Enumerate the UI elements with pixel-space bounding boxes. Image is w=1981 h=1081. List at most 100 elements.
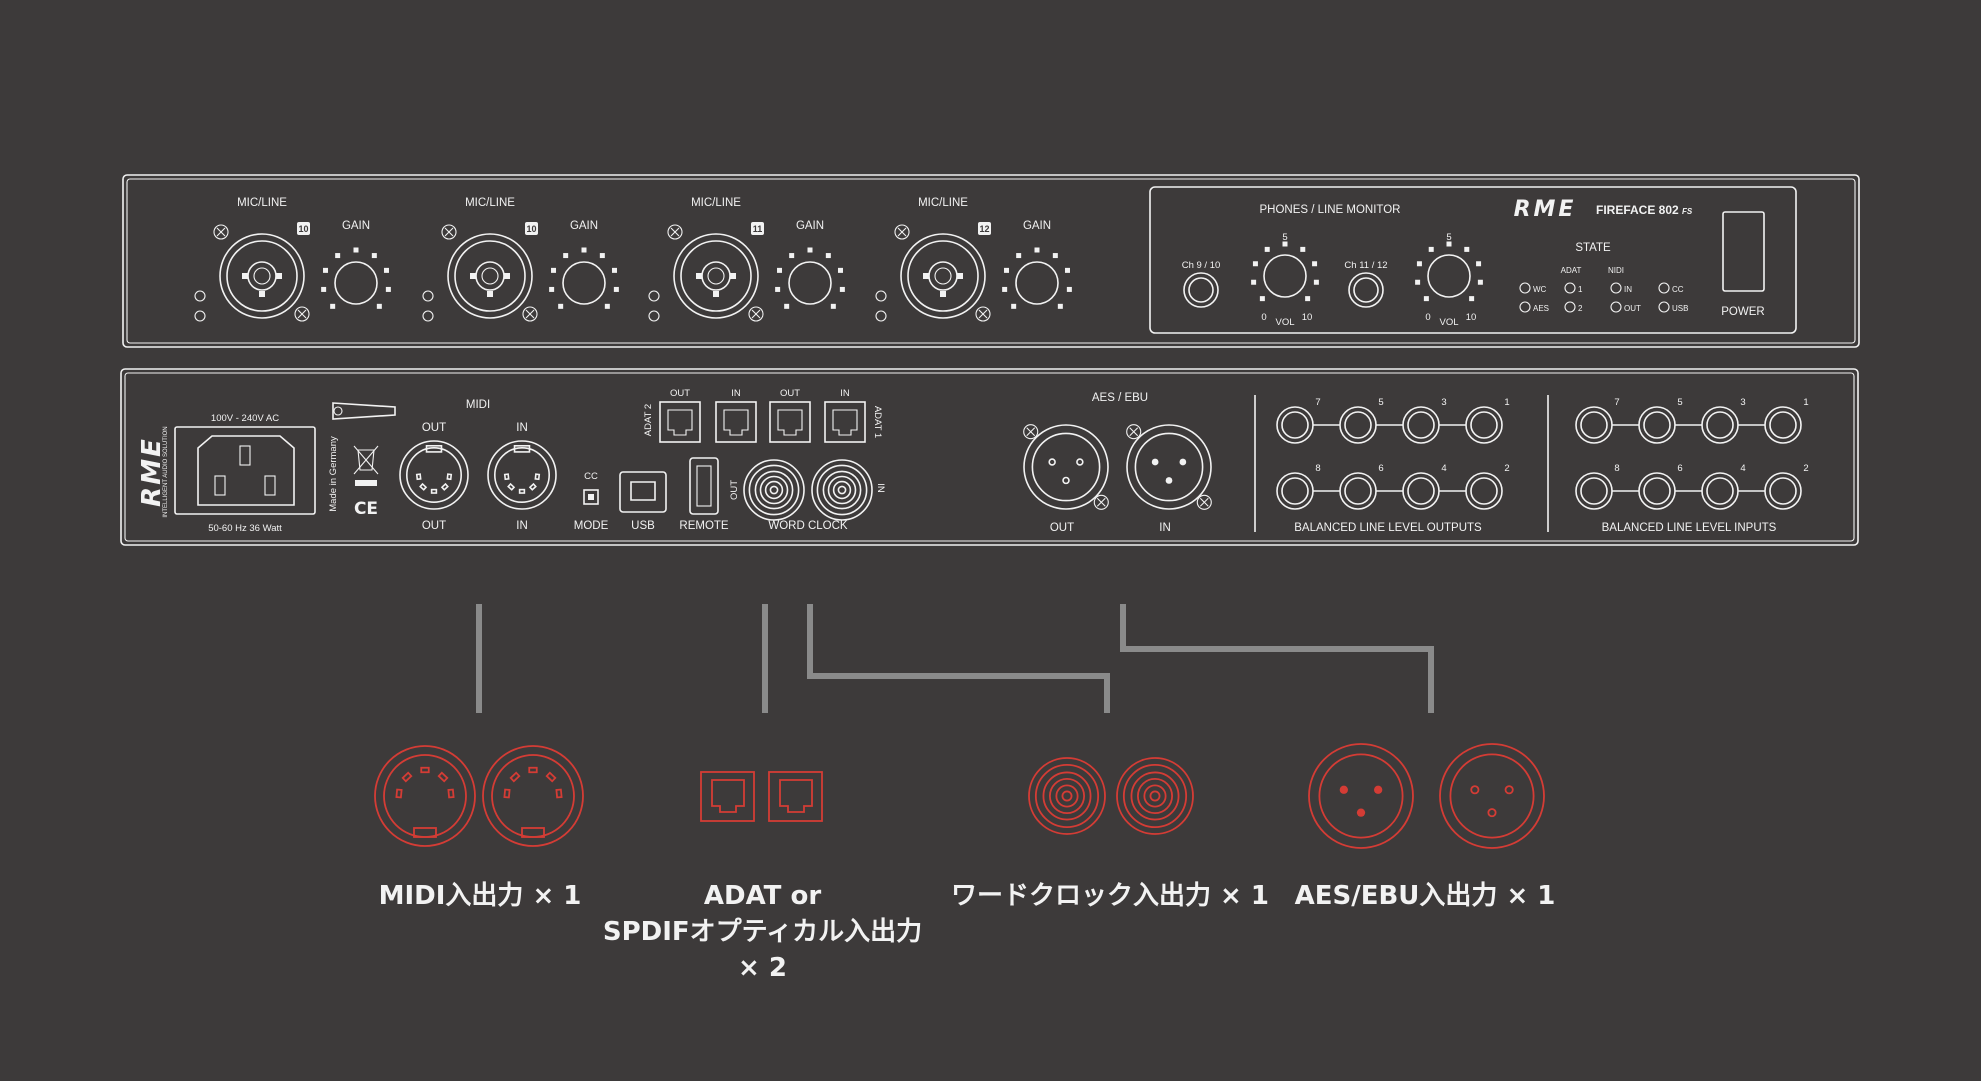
remote-port[interactable]: [689, 457, 719, 515]
trs-jack[interactable]: [1701, 472, 1739, 510]
trs-jack[interactable]: [1764, 472, 1802, 510]
usb-port[interactable]: [619, 471, 667, 513]
wordclock-in-port[interactable]: [811, 459, 873, 521]
led-midi-in-label: IN: [1624, 285, 1632, 294]
power-inlet[interactable]: [174, 426, 316, 515]
trs-jack[interactable]: [1638, 406, 1676, 444]
optical-port-4[interactable]: [824, 401, 866, 443]
caption-adat: ADAT or SPDIFオプティカル入出力 × 2: [590, 878, 935, 986]
volume-1-scale-min: 0: [1261, 312, 1266, 323]
combo-jack[interactable]: [667, 224, 764, 322]
jack-number: 1: [1504, 397, 1509, 408]
aes-in-port[interactable]: [1126, 424, 1212, 510]
optical-port-2[interactable]: [715, 401, 757, 443]
clip-led: [875, 310, 887, 322]
trs-jack[interactable]: [1276, 406, 1314, 444]
cable-tie-icon: [332, 402, 396, 420]
volume-1-scale-top: 5: [1282, 232, 1287, 243]
trs-jack[interactable]: [1764, 406, 1802, 444]
optical-port-3[interactable]: [769, 401, 811, 443]
caption-aes: AES/EBU入出力 × 1: [1285, 878, 1565, 914]
combo-jack[interactable]: [441, 224, 538, 322]
phones-jack-1[interactable]: [1183, 272, 1219, 308]
highlight-midi-out-connector: [374, 745, 476, 847]
trs-jack[interactable]: [1402, 406, 1440, 444]
led-wc: [1519, 282, 1531, 294]
adat2-label: ADAT 2: [643, 404, 654, 436]
trs-jack[interactable]: [1638, 472, 1676, 510]
jack-number: 2: [1803, 463, 1808, 474]
mode-button[interactable]: [583, 489, 599, 505]
gain-knob[interactable]: [549, 247, 619, 309]
power-inlet-bottom-label: 50-60 Hz 36 Watt: [208, 523, 282, 534]
adat1-label: ADAT 1: [872, 406, 883, 438]
gain-knob[interactable]: [1002, 247, 1072, 309]
midi-in-port[interactable]: [487, 440, 557, 510]
led-adat-2: [1564, 301, 1576, 313]
phones-jack-2[interactable]: [1348, 272, 1384, 308]
trs-jack[interactable]: [1276, 472, 1314, 510]
jack-number: 7: [1614, 397, 1619, 408]
trs-jack[interactable]: [1339, 472, 1377, 510]
trs-jack[interactable]: [1575, 472, 1613, 510]
midi-out-port[interactable]: [399, 440, 469, 510]
jack-number: 3: [1441, 397, 1446, 408]
volume-knob-2[interactable]: [1415, 241, 1483, 302]
callout-lines: [476, 604, 1434, 713]
optical-port-label: OUT: [670, 388, 690, 399]
trs-jack[interactable]: [1575, 406, 1613, 444]
led-cc-label: CC: [1672, 285, 1684, 294]
aes-out-port[interactable]: [1023, 424, 1109, 510]
wordclock-out-port[interactable]: [743, 459, 805, 521]
channel-badge: 12: [979, 224, 989, 234]
led-midi-out: [1610, 301, 1622, 313]
highlight-aes-male-connector: [1439, 743, 1545, 849]
signal-led: [422, 290, 434, 302]
mic-line-label: MIC/LINE: [465, 197, 515, 209]
led-aes-label: AES: [1533, 304, 1549, 313]
usb-label: USB: [631, 520, 655, 532]
phones-2-channel: Ch 11 / 12: [1344, 260, 1387, 271]
power-switch[interactable]: [1722, 211, 1765, 292]
trs-jack[interactable]: [1339, 406, 1377, 444]
optical-port-1[interactable]: [659, 401, 701, 443]
combo-jack[interactable]: [894, 224, 991, 322]
wc-out-label: OUT: [729, 480, 740, 500]
optical-port-label: OUT: [780, 388, 800, 399]
jack-number: 5: [1378, 397, 1383, 408]
highlight-wordclock-connector-2: [1116, 757, 1194, 835]
jack-number: 6: [1378, 463, 1383, 474]
midi-in-top-label: IN: [516, 422, 528, 434]
caption-aes-text: AES/EBU入出力 × 1: [1294, 881, 1556, 911]
gain-knob[interactable]: [775, 247, 845, 309]
phones-monitor-title: PHONES / LINE MONITOR: [1259, 204, 1400, 216]
state-midi-header: NIDI: [1608, 266, 1624, 275]
made-in-germany: Made in Germany: [328, 436, 339, 512]
channel-badge: 10: [526, 224, 536, 234]
rear-panel: RME INTELLIGENT AUDIO SOLUTION 100V - 24…: [120, 368, 1859, 546]
trs-jack[interactable]: [1465, 406, 1503, 444]
led-usb-label: USB: [1672, 304, 1688, 313]
mic-line-label: MIC/LINE: [237, 197, 287, 209]
mic-line-input-2: MIC/LINE 10 GAIN: [422, 197, 619, 322]
volume-knob-1[interactable]: [1251, 241, 1319, 302]
trs-jack[interactable]: [1402, 472, 1440, 510]
led-aes: [1519, 301, 1531, 313]
gain-label: GAIN: [570, 220, 598, 232]
caption-midi-text: MIDI入出力 × 1: [378, 881, 582, 911]
aes-in-label: IN: [1159, 522, 1171, 534]
trs-jack[interactable]: [1465, 472, 1503, 510]
power-label: POWER: [1721, 306, 1764, 318]
volume-2-scale-max: 10: [1466, 312, 1477, 323]
phones-monitor-section: PHONES / LINE MONITOR Ch 9 / 10 5 0 10 V…: [1149, 186, 1797, 334]
trs-jack[interactable]: [1701, 406, 1739, 444]
caption-adat-line2: SPDIFオプティカル入出力: [602, 917, 923, 947]
gain-knob[interactable]: [321, 247, 391, 309]
midi-out-bottom-label: OUT: [422, 520, 446, 532]
volume-1-label: VOL: [1275, 317, 1294, 328]
combo-jack[interactable]: [213, 224, 310, 322]
